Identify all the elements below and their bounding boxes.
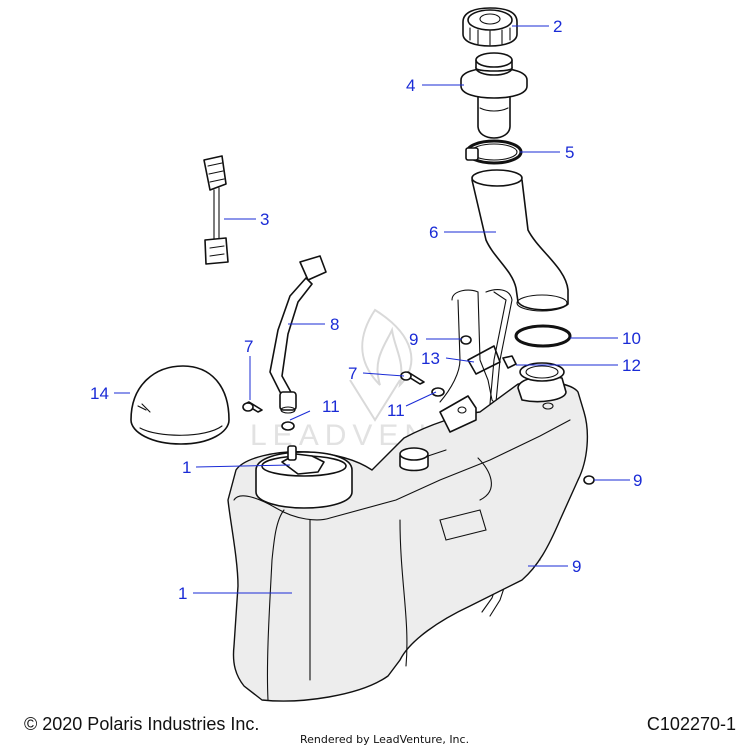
- callout-11-left[interactable]: 11: [322, 397, 340, 416]
- rendered-by-text: Rendered by LeadVenture, Inc.: [300, 733, 470, 746]
- callout-13[interactable]: 13: [421, 349, 440, 368]
- hose-clamp-top-part[interactable]: [465, 139, 523, 165]
- callout-10[interactable]: 10: [622, 329, 641, 348]
- fuel-tank-part[interactable]: [227, 362, 589, 702]
- callout-5[interactable]: 5: [565, 143, 574, 162]
- grommet-right-part[interactable]: [583, 475, 595, 485]
- vent-line-part[interactable]: [269, 255, 327, 414]
- callout-8[interactable]: 8: [330, 315, 339, 334]
- leader-lines: [114, 25, 630, 594]
- callout-1-pump[interactable]: 1: [182, 458, 191, 477]
- callout-11-right[interactable]: 11: [387, 401, 405, 420]
- callout-9-upper[interactable]: 9: [409, 330, 418, 349]
- diagram-code: C102270-1: [646, 714, 736, 734]
- callout-9-lower[interactable]: 9: [572, 557, 581, 576]
- filler-neck-part[interactable]: [460, 52, 528, 139]
- callout-4[interactable]: 4: [406, 76, 415, 95]
- bolt-right-part[interactable]: [400, 371, 425, 385]
- washer-right-part[interactable]: [431, 387, 445, 397]
- callout-1-tank[interactable]: 1: [178, 584, 187, 603]
- grommet-upper-part[interactable]: [460, 335, 472, 345]
- bolt-left-part[interactable]: [242, 401, 263, 413]
- foam-dome-part[interactable]: [130, 365, 230, 445]
- filler-hose-part[interactable]: [471, 169, 569, 312]
- callout-2[interactable]: 2: [553, 17, 562, 36]
- hose-clamp-lower-part[interactable]: [514, 324, 572, 348]
- callout-7-left[interactable]: 7: [244, 337, 253, 356]
- callout-14[interactable]: 14: [90, 384, 109, 403]
- callout-6[interactable]: 6: [429, 223, 438, 242]
- callout-7-right[interactable]: 7: [348, 364, 357, 383]
- callout-9-right[interactable]: 9: [633, 471, 642, 490]
- fuel-cap-part[interactable]: [462, 7, 518, 47]
- wire-harness-part[interactable]: [203, 155, 229, 265]
- callout-3[interactable]: 3: [260, 210, 269, 229]
- washer-left-part[interactable]: [281, 421, 295, 431]
- callout-12[interactable]: 12: [622, 356, 641, 375]
- copyright-text: © 2020 Polaris Industries Inc.: [24, 714, 260, 734]
- callout-labels: 2 4 5 3 6 8 9 10 7 13 12 7 14 11 11 1 9 …: [90, 17, 642, 603]
- nut-part[interactable]: [502, 355, 517, 369]
